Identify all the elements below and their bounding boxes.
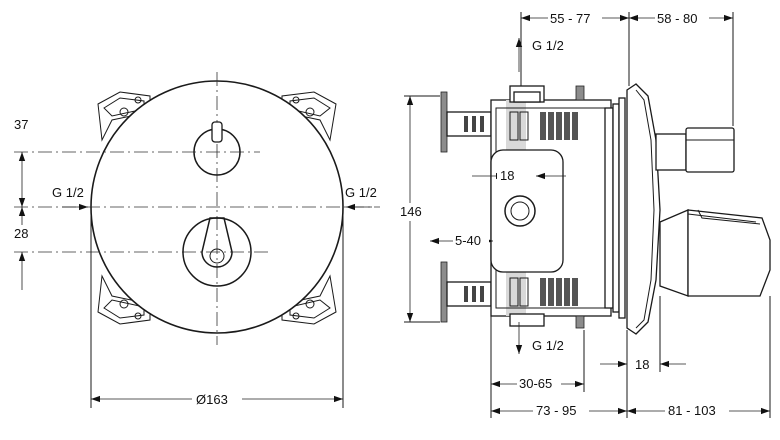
inlet-left-label: G 1/2 (52, 185, 84, 200)
dim-5-40-label: 5-40 (455, 233, 481, 248)
valve-body (490, 85, 626, 329)
wall-flange-top (440, 91, 492, 153)
dim-146-label: 146 (400, 204, 422, 219)
cover-plate-side (626, 83, 661, 335)
wall-flange-bottom (440, 261, 492, 323)
dim-30-65-label: 30-65 (519, 376, 552, 391)
dim-28-label: 28 (14, 226, 28, 241)
outlet-bottom-label: G 1/2 (532, 338, 564, 353)
temperature-knob (182, 217, 252, 287)
dim-18-plate-label: 18 (635, 357, 649, 372)
diameter-label: Ø163 (196, 392, 228, 407)
temperature-knob-side (659, 209, 771, 297)
dim-55-77-label: 55 - 77 (550, 11, 590, 26)
dim-37-label: 37 (14, 117, 28, 132)
front-view: 37 28 G 1/2 G 1/2 Ø163 (14, 72, 380, 408)
side-view: 55 - 77 58 - 80 G 1/2 (396, 10, 771, 419)
flow-knob-side (655, 127, 735, 173)
dim-73-95-label: 73 - 95 (536, 403, 576, 418)
inlet-right-label: G 1/2 (345, 185, 377, 200)
dim-58-80-label: 58 - 80 (657, 11, 697, 26)
dim-18-inner-label: 18 (500, 168, 514, 183)
flow-knob (193, 121, 241, 176)
outlet-top-label: G 1/2 (532, 38, 564, 53)
dim-81-103-label: 81 - 103 (668, 403, 716, 418)
